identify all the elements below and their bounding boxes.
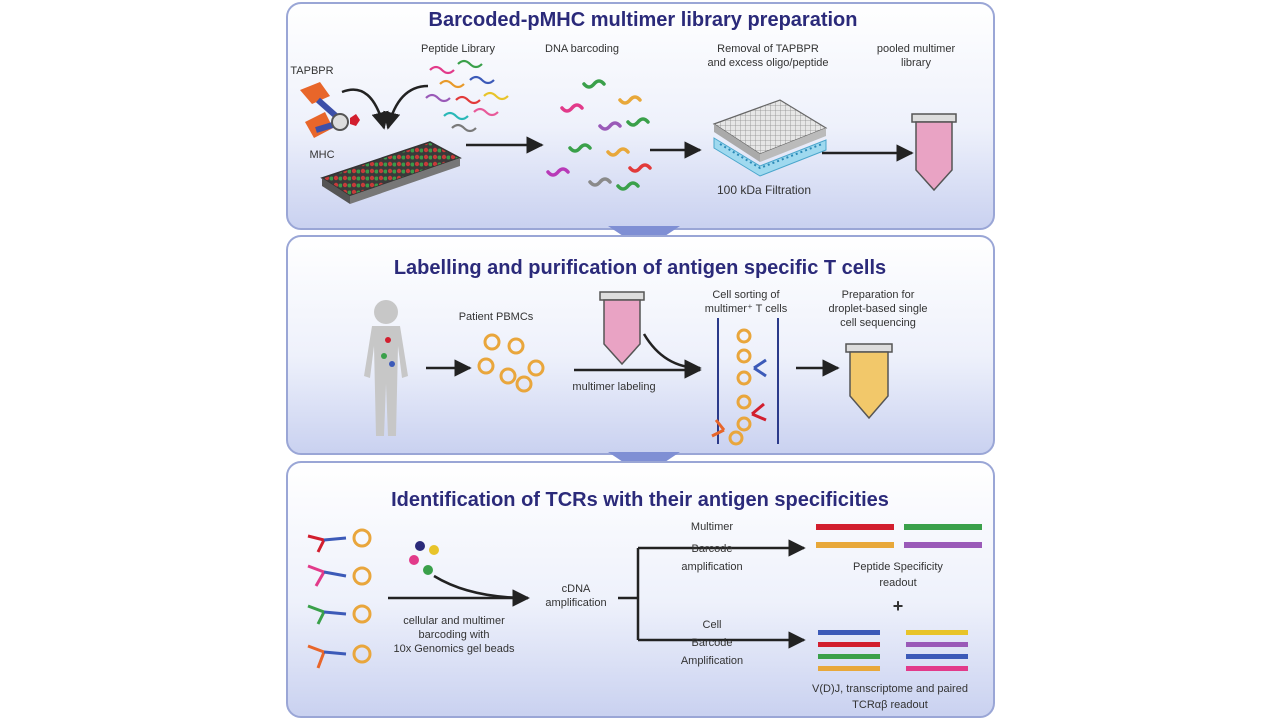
curve-arrow-right (383, 84, 429, 130)
dna-barcoding-label: DNA barcoding (545, 43, 619, 55)
filter-plate-icon (712, 99, 828, 177)
filtration-label: 100 kDa Filtration (717, 183, 811, 197)
removal-label-line1: Removal of TAPBPR (717, 43, 819, 55)
droplet-tube-icon (845, 343, 893, 420)
multimer-cells-icon (307, 528, 372, 669)
multimer-labeling-label: multimer labeling (572, 381, 655, 393)
vdj-readout-line2: TCRαβ readout (852, 699, 928, 711)
panel-tcr-identification: Identification of TCRs with their antige… (286, 461, 995, 718)
pbmc-beads-icon (477, 333, 545, 393)
barcoding-label-line3: 10x Genomics gel beads (393, 643, 515, 655)
peptide-readout-line2: readout (879, 577, 916, 589)
sorting-label-line2: multimer⁺ T cells (705, 303, 788, 315)
human-silhouette-icon (364, 300, 408, 436)
multimer-barcode-line2: Barcode (692, 543, 733, 555)
vdj-readout-line1: V(D)J, transcriptome and paired (812, 683, 968, 695)
panel-library-preparation: Barcoded-pMHC multimer library preparati… (286, 2, 995, 230)
sorting-label-line1: Cell sorting of (712, 289, 780, 301)
pooled-label-line1: pooled multimer (877, 43, 956, 55)
panel-labelling-purification: Labelling and purification of antigen sp… (286, 235, 995, 455)
pooled-label-line2: library (901, 57, 931, 69)
curve-arrow-left (341, 88, 389, 130)
patient-pbmcs-label: Patient PBMCs (459, 311, 534, 323)
mhc-label: MHC (309, 149, 334, 161)
panel-title: Barcoded-pMHC multimer library preparati… (429, 9, 858, 31)
cell-barcode-line1: Cell (703, 619, 722, 631)
branch-lines (618, 548, 640, 640)
prep-label-line1: Preparation for (842, 289, 915, 301)
multimer-barcode-line1: Multimer (691, 521, 734, 533)
tapbpr-label: TAPBPR (290, 65, 333, 77)
cell-barcode-line2: Barcode (692, 637, 733, 649)
peptide-readout-line1: Peptide Specificity (853, 561, 943, 573)
barcode-read-icon (816, 524, 982, 548)
removal-label-line2: and excess oligo/peptide (707, 57, 828, 69)
vdj-reads-icon (818, 630, 968, 671)
panel-background (286, 2, 995, 230)
sorting-channel-icon (711, 318, 779, 446)
well-plate-icon (320, 141, 462, 204)
tube-icon (599, 291, 645, 366)
multimer-barcode-line3: amplification (681, 561, 742, 573)
cell-barcode-line3: Amplification (681, 655, 743, 667)
panel-title: Labelling and purification of antigen sp… (394, 257, 886, 279)
plus-sign: + (893, 596, 904, 616)
cdna-label-line1: cDNA (562, 583, 591, 595)
panel-title: Identification of TCRs with their antige… (391, 489, 889, 511)
tube-icon (911, 113, 957, 192)
prep-label-line2: droplet-based single (828, 303, 927, 315)
barcoding-label-line1: cellular and multimer (403, 615, 505, 627)
peptide-library-label: Peptide Library (421, 43, 495, 55)
peptide-squiggles-icon (425, 59, 509, 133)
dna-squiggles-icon (546, 79, 652, 191)
barcoding-label-line2: barcoding with (419, 629, 490, 641)
cdna-label-line2: amplification (545, 597, 606, 609)
prep-label-line3: cell sequencing (840, 317, 916, 329)
gel-bead-icon (409, 541, 439, 575)
tapbpr-mhc-icon (300, 82, 360, 138)
